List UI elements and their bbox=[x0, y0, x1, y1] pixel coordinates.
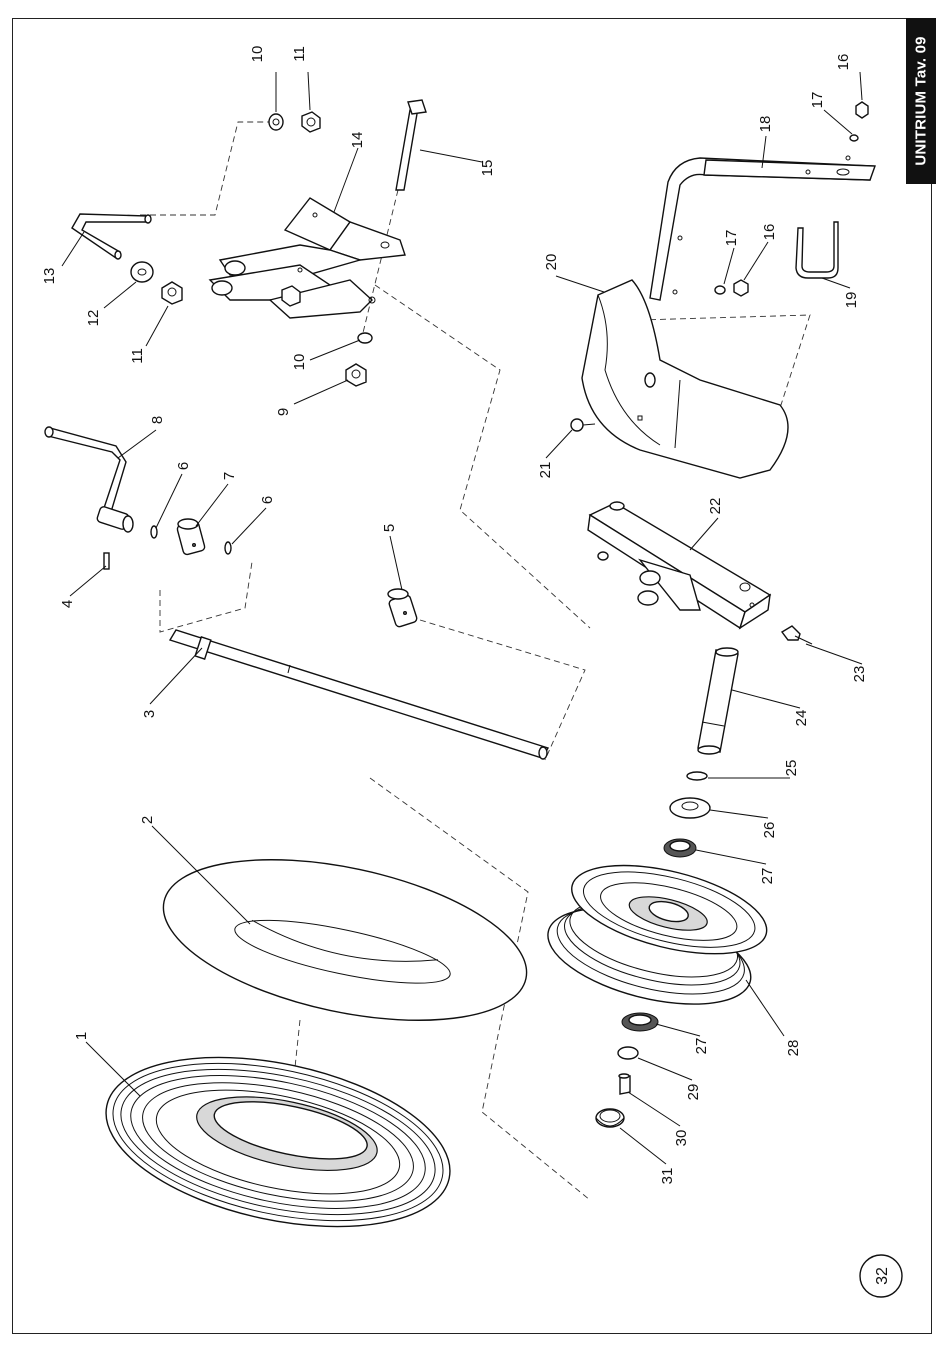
fork-screw bbox=[782, 626, 812, 644]
circlip-right bbox=[225, 542, 231, 554]
tire bbox=[91, 1029, 466, 1254]
callout-16-lower: 16 bbox=[761, 224, 778, 241]
callout-31: 31 bbox=[659, 1168, 676, 1185]
u-bolt bbox=[796, 222, 838, 278]
nut-16-lower bbox=[734, 280, 748, 296]
callout-26: 26 bbox=[761, 822, 778, 839]
washer-lower-left bbox=[131, 262, 153, 282]
callout-30: 30 bbox=[673, 1130, 690, 1147]
page-number: 32 bbox=[874, 1267, 891, 1285]
callout-7: 7 bbox=[221, 472, 238, 480]
callout-10-lower: 10 bbox=[291, 354, 308, 371]
lever-rod bbox=[72, 214, 151, 259]
snap-ring bbox=[687, 772, 707, 780]
washer-17-lower bbox=[715, 286, 725, 294]
crank-handle bbox=[45, 427, 133, 532]
wheel-rim bbox=[538, 846, 775, 1023]
sleeve bbox=[388, 589, 418, 628]
washer-upper bbox=[269, 114, 283, 130]
callout-17-top: 17 bbox=[809, 92, 826, 109]
callout-16-top: 16 bbox=[835, 54, 852, 71]
callout-27-upper: 27 bbox=[759, 868, 776, 885]
callout-18: 18 bbox=[757, 116, 774, 133]
callout-6a: 6 bbox=[175, 462, 192, 470]
callout-15: 15 bbox=[479, 160, 496, 177]
callout-2: 2 bbox=[139, 816, 156, 824]
callout-24: 24 bbox=[793, 710, 810, 727]
bearing-upper bbox=[664, 839, 696, 857]
nut-upper bbox=[302, 112, 320, 132]
callout-19: 19 bbox=[843, 292, 860, 309]
callout-4: 4 bbox=[59, 600, 76, 608]
callout-11-upper: 11 bbox=[291, 46, 308, 62]
callout-5: 5 bbox=[381, 524, 398, 532]
axle-rod bbox=[170, 630, 548, 759]
washer-17-top bbox=[850, 135, 858, 141]
callout-25: 25 bbox=[783, 760, 800, 777]
callout-9: 9 bbox=[275, 408, 292, 416]
callout-12: 12 bbox=[85, 310, 102, 327]
callout-22: 22 bbox=[707, 498, 724, 515]
callout-20: 20 bbox=[543, 254, 560, 271]
mounting-bracket bbox=[210, 198, 405, 318]
bearing-lower bbox=[622, 1013, 658, 1031]
cap-31 bbox=[596, 1109, 624, 1127]
callout-14: 14 bbox=[349, 132, 366, 149]
spacer bbox=[670, 798, 710, 818]
callout-21: 21 bbox=[537, 462, 554, 479]
callout-6b: 6 bbox=[259, 496, 276, 504]
callout-27-lower: 27 bbox=[693, 1038, 710, 1055]
callout-23: 23 bbox=[851, 666, 868, 683]
coupling bbox=[176, 519, 205, 555]
callout-1: 1 bbox=[73, 1032, 90, 1040]
callout-13: 13 bbox=[41, 268, 58, 285]
nut-16-top bbox=[856, 102, 868, 118]
callout-17-lower: 17 bbox=[723, 230, 740, 247]
callout-3: 3 bbox=[141, 710, 158, 718]
nut-bracket bbox=[346, 364, 366, 386]
inner-tube bbox=[149, 831, 541, 1049]
page-number-badge: 32 bbox=[860, 1255, 902, 1297]
long-bolt bbox=[396, 100, 426, 190]
callout-10-upper: 10 bbox=[249, 46, 266, 63]
callout-29: 29 bbox=[685, 1084, 702, 1101]
mudguard-bolt bbox=[571, 419, 595, 431]
callout-11-lower: 11 bbox=[129, 348, 146, 364]
callout-28: 28 bbox=[785, 1040, 802, 1057]
fork bbox=[588, 502, 770, 628]
axle-pin bbox=[698, 648, 738, 754]
nut-lower-left bbox=[162, 282, 182, 304]
bolt-30 bbox=[619, 1074, 630, 1094]
callout-8: 8 bbox=[149, 416, 166, 424]
washer-29 bbox=[618, 1047, 638, 1059]
washer-bracket bbox=[358, 333, 372, 343]
mudguard bbox=[582, 280, 788, 478]
